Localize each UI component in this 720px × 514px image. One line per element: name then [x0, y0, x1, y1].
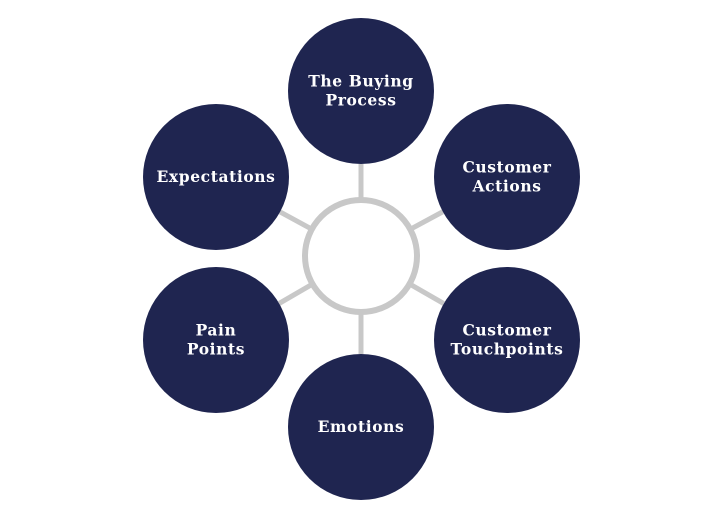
connector-expectations: [278, 209, 314, 232]
center-hub: [302, 197, 420, 315]
node-label-customer-touchpoints-line-1: Customer: [462, 321, 551, 340]
node-label-customer-touchpoints-line-2: Touchpoints: [451, 340, 564, 359]
node-circle-buying-process: [288, 18, 434, 164]
node-label-expectations-line-1: Expectations: [157, 167, 276, 186]
node-label-buying-process-line-1: The Buying: [308, 72, 413, 91]
node-circle-customer-touchpoints: [434, 267, 580, 413]
node-expectations: Expectations: [143, 104, 289, 250]
node-circle-emotions: [288, 354, 434, 500]
connector-customer-actions: [409, 209, 444, 232]
node-circle-expectations: [143, 104, 289, 250]
connector-customer-touchpoints: [408, 281, 445, 306]
node-label-buying-process-line-2: Process: [325, 91, 396, 110]
node-label-customer-actions-line-2: Actions: [471, 177, 541, 196]
connector-pain-points: [277, 281, 314, 306]
node-circle-customer-actions: [434, 104, 580, 250]
node-circle-pain-points: [143, 267, 289, 413]
node-group: The BuyingProcessCustomerActionsCustomer…: [143, 18, 580, 500]
connectors: [277, 164, 445, 354]
node-label-pain-points-line-1: Pain: [196, 321, 237, 340]
node-label-pain-points-line-2: Points: [187, 340, 245, 359]
node-label-customer-actions-line-1: Customer: [462, 158, 551, 177]
node-label-emotions-line-1: Emotions: [318, 417, 405, 436]
node-emotions: Emotions: [288, 354, 434, 500]
